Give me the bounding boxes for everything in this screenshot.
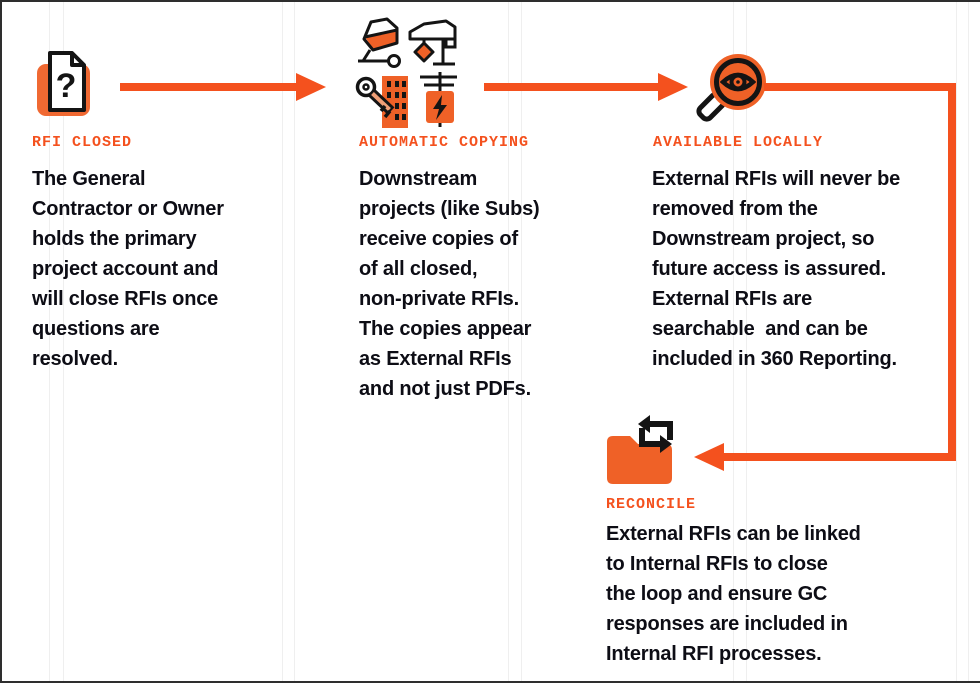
grid-guideline <box>956 2 957 681</box>
power-pole-icon <box>420 72 457 127</box>
grid-guideline <box>294 2 295 681</box>
step-description-rfi-closed: The General Contractor or Owner holds th… <box>32 168 224 370</box>
grid-guideline <box>63 2 64 681</box>
step-label-automatic-copying: AUTOMATIC COPYING <box>359 134 530 151</box>
cement-mixer-icon <box>358 17 401 68</box>
step-description-reconcile: External RFIs can be linked to Internal … <box>606 523 861 665</box>
grid-guideline <box>968 2 969 681</box>
flow-arrow-3-bottom-shaft <box>724 453 956 461</box>
svg-text:?: ? <box>56 67 77 105</box>
key-building-icon <box>355 76 408 128</box>
flow-arrow-1-head <box>296 73 326 101</box>
step-label-rfi-closed: RFI CLOSED <box>32 134 133 151</box>
grid-guideline <box>521 2 522 681</box>
flow-arrow-2-head <box>658 73 688 101</box>
magnifier-eye-icon <box>692 44 782 134</box>
grid-guideline <box>746 2 747 681</box>
document-question-icon: ? <box>36 50 94 118</box>
tower-crane-icon <box>408 19 457 66</box>
step-label-available-locally: AVAILABLE LOCALLY <box>653 134 824 151</box>
grid-guideline <box>282 2 283 681</box>
grid-guideline <box>49 2 50 681</box>
flow-arrow-2-shaft <box>484 83 658 91</box>
folder-sync-icon <box>604 412 692 490</box>
step-description-available-locally: External RFIs will never be removed from… <box>652 168 901 370</box>
flow-arrow-3-top-shaft <box>764 83 956 91</box>
grid-guideline <box>508 2 509 681</box>
grid-guideline <box>733 2 734 681</box>
flow-arrow-1-shaft <box>120 83 296 91</box>
construction-equipment-icons <box>354 14 458 128</box>
flow-arrow-3-head <box>694 443 724 471</box>
step-label-reconcile: RECONCILE <box>606 496 697 513</box>
step-description-automatic-copying: Downstream projects (like Subs) receive … <box>359 168 540 400</box>
flow-arrow-3-vertical-shaft <box>948 83 956 461</box>
